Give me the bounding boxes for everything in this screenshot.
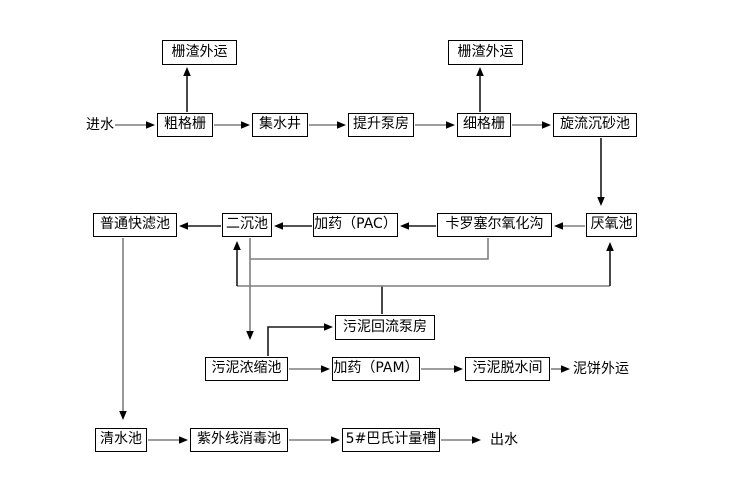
flow-edge-return-line-to-yanyangchi (606, 242, 614, 286)
flow-node-bashi: 5#巴氏计量槽 (342, 428, 440, 452)
flow-edge-cugeshan-to-shazha-1 (183, 67, 191, 112)
flow-node-xigeshan: 细格栅 (457, 113, 511, 137)
flow-edge-return-line-to-erchenchi (233, 241, 241, 286)
flow-node-jiayao-pam: 加药（PAM） (332, 357, 420, 381)
flow-edge-xigeshan-to-xuanliu (512, 121, 551, 129)
flow-node-kaluosaier: 卡罗塞尔氧化沟 (437, 213, 552, 237)
flow-node-shazha-1: 栅渣外运 (162, 40, 237, 65)
arrowhead-icon (146, 121, 155, 129)
flow-edge-wuni-nongsuo-to-jiayao-pam (289, 365, 330, 373)
arrowhead-icon (241, 121, 250, 129)
flow-node-wuni-nongsuo: 污泥浓缩池 (205, 357, 288, 381)
flow-edge-jiayao-pam-to-wuni-tuoshui (421, 365, 463, 373)
flow-edge-tisheng-to-xigeshan (415, 121, 455, 129)
flow-edge-wuni-tuoshui-to-nibing (551, 365, 570, 373)
flow-edge-bashi-to-chushui (441, 436, 481, 444)
flow-node-jiayao-pac: 加药（PAC） (313, 213, 398, 237)
arrowhead-icon (454, 365, 463, 373)
flow-edge-jinshui-to-cugeshan (115, 121, 155, 129)
arrowhead-icon (324, 323, 333, 331)
flow-node-qingshuichi: 清水池 (95, 428, 147, 452)
flow-node-cugeshan: 粗格栅 (157, 113, 213, 137)
arrowhead-icon (337, 121, 346, 129)
arrowhead-icon (606, 242, 614, 251)
arrowhead-icon (119, 411, 127, 420)
flow-edge-qingshuichi-to-ziwaixian (148, 436, 188, 444)
flow-node-xuanliu: 旋流沉砂池 (553, 113, 637, 137)
flow-node-shazha-2: 栅渣外运 (448, 40, 523, 65)
arrowhead-icon (400, 222, 409, 230)
arrowhead-icon (246, 331, 254, 340)
flow-node-tisheng: 提升泵房 (348, 113, 414, 137)
arrowhead-icon (321, 365, 330, 373)
flow-node-putongkuailv: 普通快滤池 (93, 213, 177, 237)
arrowhead-icon (179, 222, 188, 230)
flow-edge-wuni-nongsuo-to-wuni-huiliu (267, 323, 333, 356)
arrowhead-icon (476, 67, 484, 76)
flow-edge-jiayao-pac-to-erchenchi (274, 222, 312, 230)
flow-edge-yanyangchi-to-kaluosaier (554, 222, 585, 230)
flow-edge-kaluosaier-to-jiayao-pac (400, 222, 436, 230)
arrowhead-icon (472, 436, 481, 444)
arrowhead-icon (331, 436, 340, 444)
flow-node-jishuijing: 集水井 (252, 113, 308, 137)
arrowhead-icon (542, 121, 551, 129)
flow-edge-erchenchi-to-putongkuailv (179, 222, 221, 230)
flow-node-jinshui: 进水 (86, 117, 114, 133)
flow-node-chushui: 出水 (490, 432, 518, 448)
flow-node-nibing: 泥饼外运 (573, 361, 629, 377)
arrowhead-icon (233, 241, 241, 250)
flow-edge-putongkuailv-to-qingshuichi (119, 238, 127, 420)
flow-edge-ziwaixian-to-bashi (289, 436, 340, 444)
flow-edge-jishuijing-to-tisheng (309, 121, 346, 129)
flow-edge-kaluosaier-to-erchenchi-downline (250, 238, 489, 260)
flow-node-ziwaixian: 紫外线消毒池 (190, 428, 288, 452)
arrowhead-icon (183, 67, 191, 76)
flow-node-wuni-huiliu: 污泥回流泵房 (335, 315, 435, 340)
arrowhead-icon (561, 365, 570, 373)
flow-node-erchenchi: 二沉池 (222, 213, 272, 237)
flow-edge-xuanliu-to-yanyangchi (597, 138, 605, 206)
flow-edge-cugeshan-to-jishuijing (214, 121, 250, 129)
arrowhead-icon (554, 222, 563, 230)
flow-edge-xigeshan-to-shazha-2 (476, 67, 484, 112)
flow-node-wuni-tuoshui: 污泥脱水间 (465, 357, 550, 381)
flow-edge-erchenchi-to-wuni-nongsuo (246, 238, 254, 340)
arrowhead-icon (179, 436, 188, 444)
arrowhead-icon (597, 197, 605, 206)
flow-node-yanyangchi: 厌氧池 (586, 213, 637, 237)
arrowhead-icon (446, 121, 455, 129)
arrowhead-icon (274, 222, 283, 230)
